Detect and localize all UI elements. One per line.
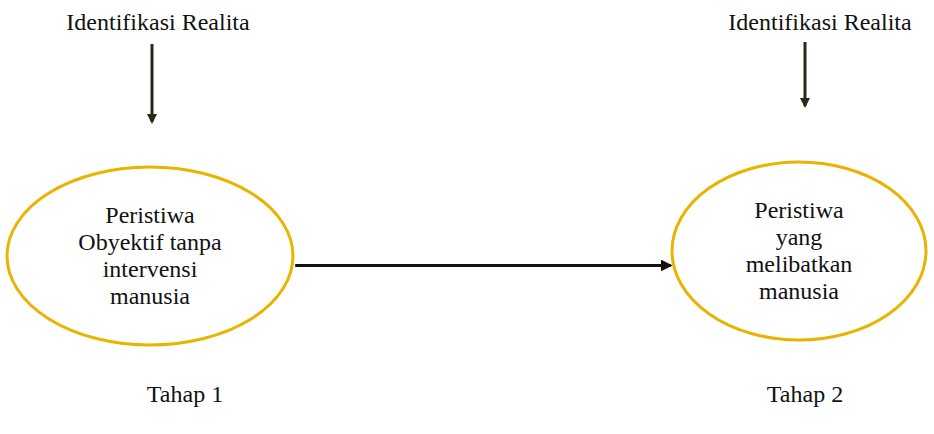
ellipse-node: Peristiwa Obyektif tanpa intervensi manu… [5, 165, 295, 347]
down-arrow [151, 44, 154, 122]
ellipse-node: Peristiwa yang melibatkan manusia [670, 160, 928, 342]
node-text: Peristiwa Obyektif tanpa intervensi manu… [68, 202, 233, 310]
node-text: Peristiwa yang melibatkan manusia [738, 197, 860, 305]
down-arrow [804, 42, 807, 106]
stage-label: Tahap 2 [767, 380, 843, 408]
flow-arrow [295, 264, 671, 267]
stage-heading: Identifikasi Realita [728, 8, 911, 36]
stage-label: Tahap 1 [147, 380, 223, 408]
stage-heading: Identifikasi Realita [66, 8, 249, 36]
